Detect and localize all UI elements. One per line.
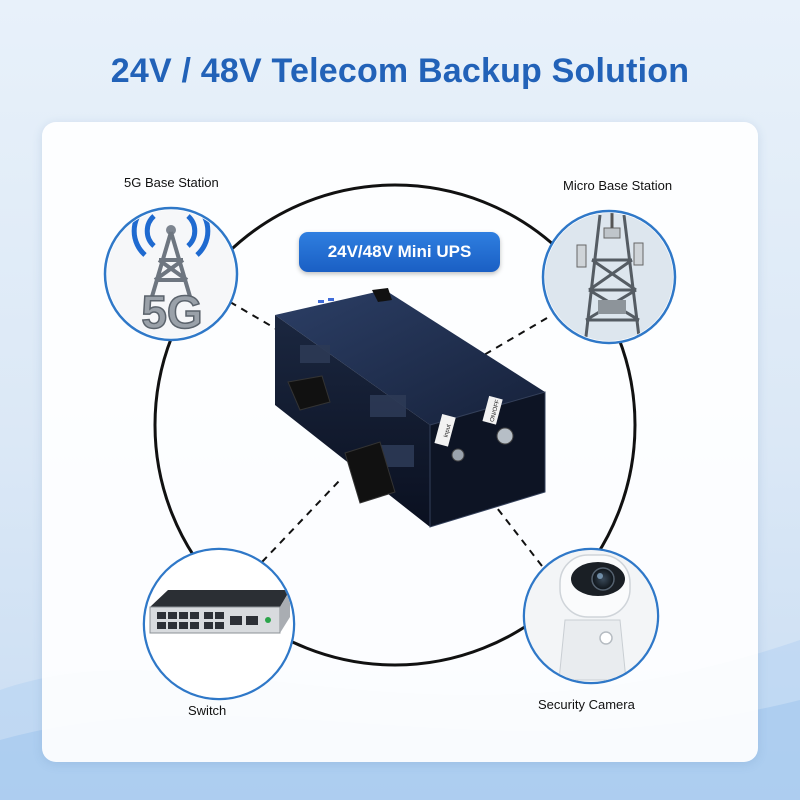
svg-text:ON/OFF: ON/OFF [490,399,502,423]
5g-base-station-icon: 5G [103,206,239,342]
label-security-camera: Security Camera [538,697,635,712]
mini-ups-device-icon: Input ON/OFF [275,288,546,528]
label-5g-base-station: 5G Base Station [124,175,219,190]
micro-base-station-icon [541,209,677,345]
link-micro [454,317,548,373]
svg-text:5G: 5G [141,286,202,338]
switch-icon [142,547,296,701]
label-micro-base-station: Micro Base Station [563,178,673,193]
security-camera-icon [522,547,660,685]
label-switch: Switch [188,703,227,718]
page-title: 24V / 48V Telecom Backup Solution [110,52,690,90]
mini-ups-badge: 24V/48V Mini UPS [299,232,500,272]
network-ring [153,183,637,667]
link-switch [261,479,341,563]
svg-text:Input: Input [443,424,452,439]
link-5g [229,301,279,331]
